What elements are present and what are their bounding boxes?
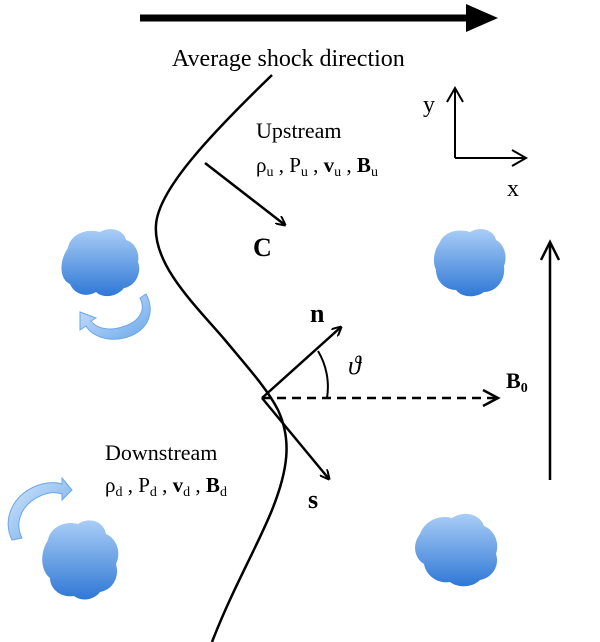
x-axis-label: x <box>507 176 519 202</box>
coordinate-axes <box>446 85 529 167</box>
diagram-title: Average shock direction <box>172 46 405 72</box>
upstream-variables: ρu , Pu , vu , Bu <box>256 153 378 180</box>
vector-c-label: C <box>253 233 272 262</box>
average-shock-direction-arrow <box>140 4 498 32</box>
vector-n-arrow <box>261 327 341 399</box>
vector-s-arrow <box>261 397 329 479</box>
cloud-icon <box>415 513 498 587</box>
downstream-pressure: P <box>138 473 150 497</box>
downstream-label: Downstream <box>105 440 217 465</box>
b0-field-arrow <box>539 239 561 480</box>
downstream-variables: ρd , Pd , vd , Bd <box>105 473 227 500</box>
reference-dashed-arrow <box>262 388 501 408</box>
angle-arc <box>317 350 329 399</box>
cloud-icon <box>42 520 119 600</box>
vector-c-arrow <box>204 162 285 225</box>
downstream-rho: ρ <box>105 473 115 497</box>
y-axis-label: y <box>423 92 435 118</box>
downstream-field: B <box>206 473 220 497</box>
upstream-velocity: v <box>324 153 335 177</box>
vector-s-label: s <box>308 485 318 514</box>
swirl-arrow-icon <box>7 476 73 541</box>
upstream-label: Upstream <box>256 118 342 143</box>
cloud-icon <box>433 229 506 297</box>
swirl-arrow-icon <box>79 293 151 340</box>
shock-front-curve <box>154 74 288 642</box>
theta-label: ϑ <box>348 351 362 380</box>
upstream-rho: ρ <box>256 153 266 177</box>
cloud-icon <box>61 229 140 297</box>
vector-n-label: n <box>310 299 325 328</box>
downstream-velocity: v <box>173 473 184 497</box>
upstream-pressure: P <box>289 153 301 177</box>
b0-label: B0 <box>506 368 528 396</box>
upstream-field: B <box>357 153 371 177</box>
